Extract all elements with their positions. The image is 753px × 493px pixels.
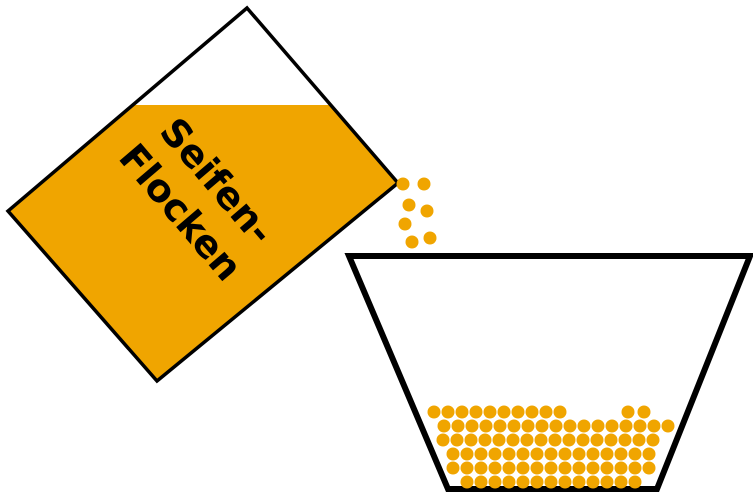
flake: [531, 462, 544, 475]
flake: [475, 476, 488, 489]
flake: [465, 434, 478, 447]
flake: [606, 420, 619, 433]
flake: [466, 420, 479, 433]
soap-flakes-box: Seifen- Flocken: [0, 8, 420, 405]
flake: [489, 448, 502, 461]
flake: [470, 406, 483, 419]
flake: [587, 448, 600, 461]
flake: [438, 420, 451, 433]
flake: [508, 420, 521, 433]
flake: [399, 218, 412, 231]
flake: [545, 476, 558, 489]
flake: [456, 406, 469, 419]
flake: [484, 406, 497, 419]
flake: [601, 448, 614, 461]
flake: [403, 199, 416, 212]
flake: [503, 476, 516, 489]
flake: [577, 434, 590, 447]
flake: [587, 476, 600, 489]
flake: [494, 420, 507, 433]
flake: [559, 462, 572, 475]
flake: [601, 476, 614, 489]
flake: [521, 434, 534, 447]
flake: [622, 406, 635, 419]
flake: [517, 476, 530, 489]
flake: [475, 462, 488, 475]
flake: [507, 434, 520, 447]
flake: [536, 420, 549, 433]
flake: [447, 448, 460, 461]
flake: [564, 420, 577, 433]
flake: [418, 178, 431, 191]
flake: [517, 462, 530, 475]
flake: [531, 448, 544, 461]
flake: [421, 205, 434, 218]
flake: [573, 462, 586, 475]
flake: [662, 420, 675, 433]
flake: [647, 434, 660, 447]
flake: [563, 434, 576, 447]
flake: [591, 434, 604, 447]
flake: [475, 448, 488, 461]
flake: [493, 434, 506, 447]
flake: [601, 462, 614, 475]
flake: [442, 406, 455, 419]
flake: [619, 434, 632, 447]
flake: [605, 434, 618, 447]
flake: [452, 420, 465, 433]
flake: [615, 476, 628, 489]
flake: [424, 232, 437, 245]
flake: [531, 476, 544, 489]
flake: [633, 434, 646, 447]
flake: [479, 434, 492, 447]
flake: [620, 420, 633, 433]
flake: [629, 448, 642, 461]
flake: [489, 476, 502, 489]
flake: [451, 434, 464, 447]
flake: [615, 462, 628, 475]
flake: [503, 462, 516, 475]
flake: [526, 406, 539, 419]
flake: [535, 434, 548, 447]
flake: [573, 476, 586, 489]
flake: [587, 462, 600, 475]
flake: [615, 448, 628, 461]
flake: [578, 420, 591, 433]
flake: [545, 462, 558, 475]
flake: [437, 434, 450, 447]
flake: [554, 406, 567, 419]
flake: [634, 420, 647, 433]
flake: [629, 476, 642, 489]
flake: [461, 448, 474, 461]
flake: [540, 406, 553, 419]
flake: [406, 236, 419, 249]
flake: [638, 406, 651, 419]
flake: [498, 406, 511, 419]
flake: [573, 448, 586, 461]
flake: [629, 462, 642, 475]
flake: [480, 420, 493, 433]
flake: [428, 406, 441, 419]
flake: [461, 476, 474, 489]
flake: [549, 434, 562, 447]
flake: [550, 420, 563, 433]
flake: [648, 420, 661, 433]
flake: [397, 178, 410, 191]
flake: [643, 462, 656, 475]
flake: [545, 448, 558, 461]
flake: [643, 448, 656, 461]
flake: [559, 448, 572, 461]
flake: [489, 462, 502, 475]
flake: [461, 462, 474, 475]
flake: [447, 462, 460, 475]
flake: [559, 476, 572, 489]
flake: [512, 406, 525, 419]
flake: [517, 448, 530, 461]
flake: [503, 448, 516, 461]
flake: [592, 420, 605, 433]
flake: [522, 420, 535, 433]
